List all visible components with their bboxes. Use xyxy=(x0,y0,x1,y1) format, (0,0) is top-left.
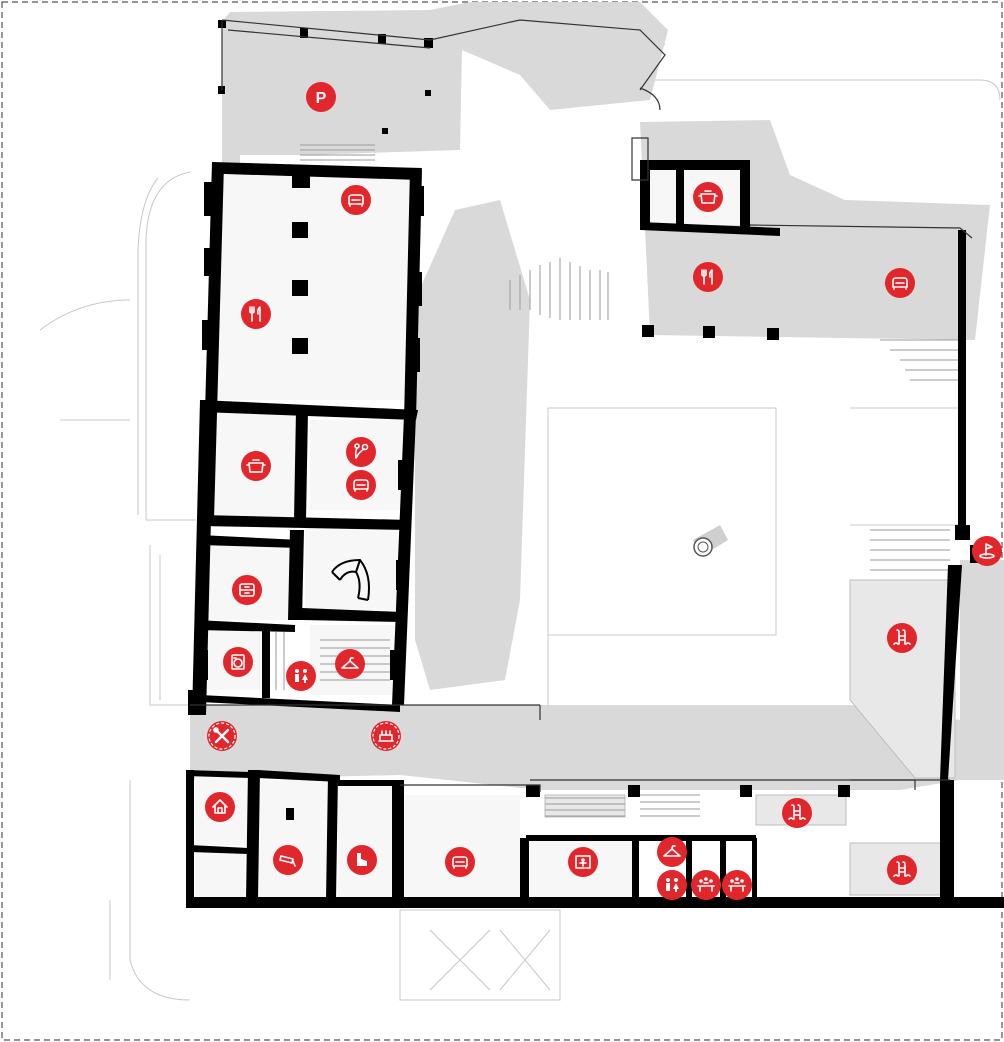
restrooms-icon xyxy=(657,870,687,900)
restrooms-icon xyxy=(286,661,316,691)
laundry-icon xyxy=(223,647,253,677)
pool-icon xyxy=(782,798,812,828)
courtyard-column xyxy=(693,525,728,557)
boot-icon xyxy=(347,845,377,875)
home-icon xyxy=(205,792,235,822)
cctv-icon xyxy=(273,845,303,875)
maintenance-icon xyxy=(207,721,237,751)
spiral-stair xyxy=(331,558,370,601)
storage-icon xyxy=(232,575,262,605)
kitchen-icon xyxy=(693,182,723,212)
meeting-icon xyxy=(691,870,721,900)
lounge-icon xyxy=(346,470,376,500)
lounge-icon xyxy=(341,185,371,215)
flowers-icon xyxy=(346,437,376,467)
thin-walls xyxy=(190,19,973,792)
catering-icon xyxy=(371,721,401,751)
restaurant-icon xyxy=(241,299,271,329)
cloakroom-icon xyxy=(335,649,365,679)
meeting-icon xyxy=(722,870,752,900)
parking-icon: P xyxy=(306,82,336,112)
kitchen-icon xyxy=(241,451,271,481)
markers: P xyxy=(205,82,1002,900)
golf-icon xyxy=(972,536,1002,566)
cloakroom-icon xyxy=(657,837,687,867)
pool-icon xyxy=(887,855,917,885)
lounge-icon xyxy=(885,268,915,298)
parking-label: P xyxy=(316,90,327,107)
walls xyxy=(186,20,1004,908)
changing-room-icon xyxy=(568,847,598,877)
restaurant-icon xyxy=(693,262,723,292)
pool-icon xyxy=(887,623,917,653)
lounge-icon xyxy=(445,847,475,877)
